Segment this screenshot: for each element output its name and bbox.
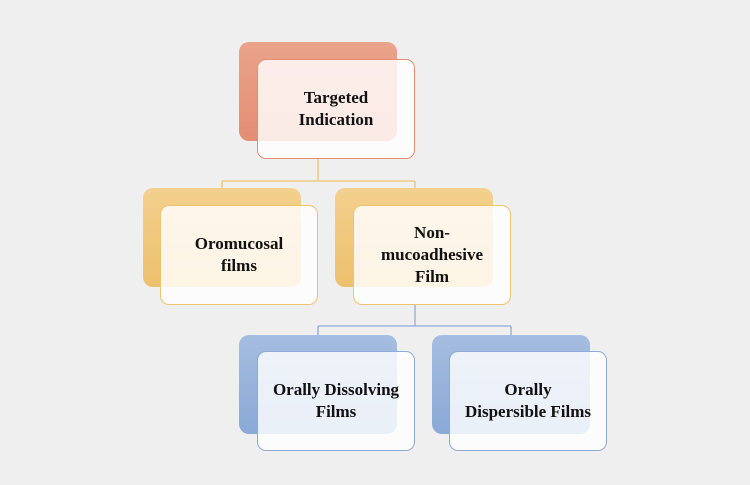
connector-level1-to-level2 bbox=[317, 305, 512, 335]
node-label: Orally Dissolving Films bbox=[272, 380, 400, 421]
node-label: Non- mucoadhesive Film bbox=[381, 223, 483, 286]
node-label: Oromucosal films bbox=[194, 234, 284, 275]
node-card: Orally Dissolving Films bbox=[257, 351, 415, 451]
node-card: Orally Dispersible Films bbox=[449, 351, 607, 451]
node-label: Orally Dispersible Films bbox=[464, 380, 592, 421]
node-card: Oromucosal films bbox=[160, 205, 318, 305]
node-card: Targeted Indication bbox=[257, 59, 415, 159]
connector-root-to-level1 bbox=[221, 159, 416, 188]
node-label: Targeted Indication bbox=[298, 88, 374, 129]
node-card: Non- mucoadhesive Film bbox=[353, 205, 511, 305]
